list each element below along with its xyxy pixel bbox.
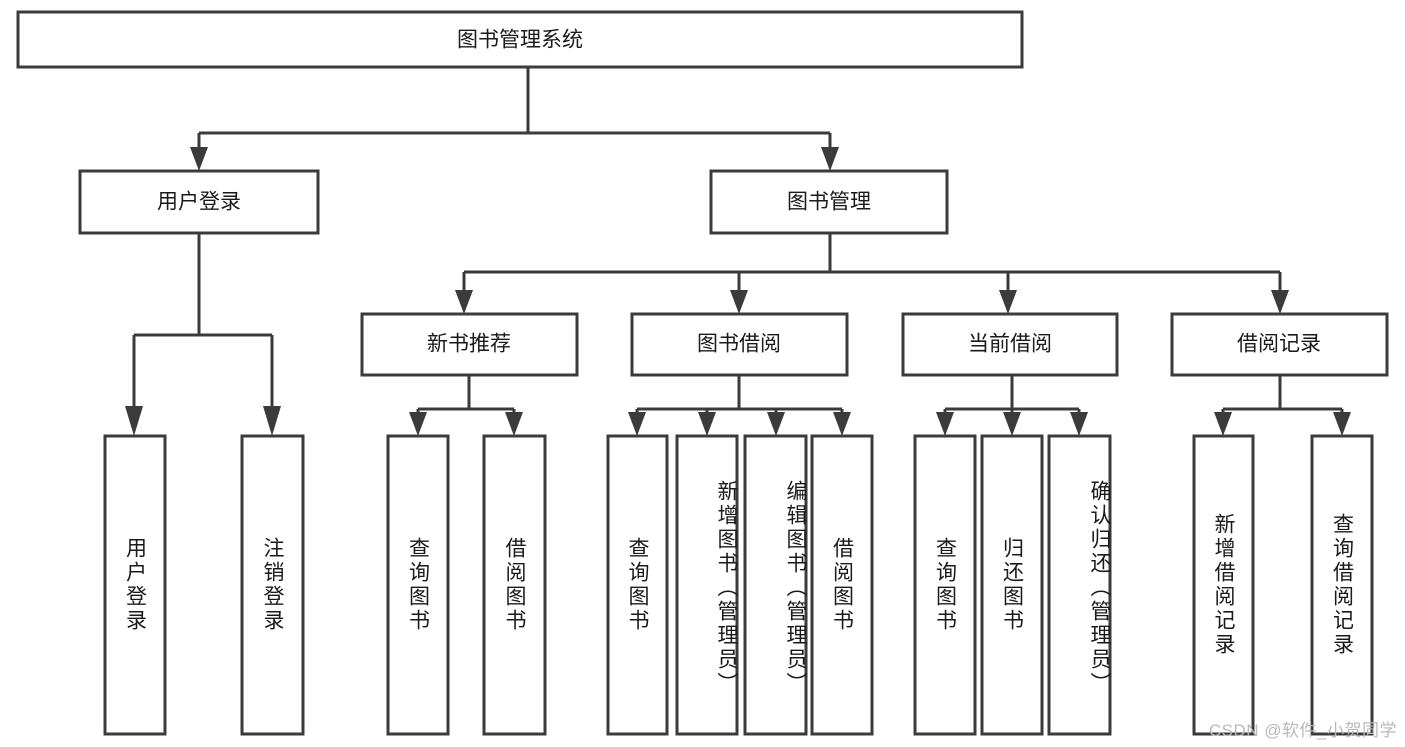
arrow-leaf-edit-book <box>767 412 785 436</box>
arrow-to-user-login <box>190 147 208 171</box>
node-label-current-borrow: 当前借阅 <box>968 333 1052 356</box>
leaf-box-query-book-borrow[interactable] <box>606 434 669 736</box>
arrow-leaf-query-book-c <box>936 412 954 436</box>
arrow-leaf-borrow-book-a <box>505 412 523 436</box>
node-label-book-management: 图书管理 <box>787 191 871 214</box>
node-box-current-borrow[interactable] <box>901 312 1119 377</box>
leaf-box-logout[interactable] <box>240 434 305 736</box>
leaf-box-query-book-current[interactable] <box>913 434 977 736</box>
node-box-system-title[interactable] <box>16 10 1024 69</box>
node-label-new-book-recommend: 新书推荐 <box>427 333 511 356</box>
node-box-group: 图书管理系统 用户登录 图书管理 新书推荐 图书借阅 当前借阅 借阅记录 <box>16 10 1389 736</box>
node-box-borrow-record[interactable] <box>1170 312 1389 377</box>
leaf-box-return-book[interactable] <box>980 434 1044 736</box>
arrow-to-new-book <box>455 290 473 314</box>
node-label-book-borrow: 图书借阅 <box>697 333 781 356</box>
arrow-leaf-query-record <box>1333 412 1351 436</box>
leaf-box-borrow-book-recommend[interactable] <box>482 434 547 736</box>
arrow-leaf-borrow-book-b <box>833 412 851 436</box>
arrow-leaf-user-login <box>125 406 143 436</box>
arrow-leaf-query-book-b <box>628 412 646 436</box>
arrow-leaf-add-record <box>1214 412 1232 436</box>
leaf-box-add-book-admin[interactable] <box>675 434 739 736</box>
arrow-leaf-return-book <box>1003 412 1021 436</box>
arrow-leaf-add-book <box>698 412 716 436</box>
watermark-text: CSDN @软件_小贺同学 <box>1208 721 1397 740</box>
arrow-to-current-borrow <box>999 290 1017 314</box>
arrow-to-borrow-record <box>1271 290 1289 314</box>
node-label-user-login: 用户登录 <box>157 191 241 214</box>
arrow-leaf-logout <box>263 406 281 436</box>
arrow-to-book-mgmt <box>821 147 839 171</box>
node-box-book-borrow[interactable] <box>630 312 849 377</box>
node-label-system-title: 图书管理系统 <box>457 29 583 52</box>
leaf-box-user-login[interactable] <box>103 434 167 736</box>
node-label-borrow-record: 借阅记录 <box>1237 333 1321 356</box>
leaf-box-borrow-book[interactable] <box>810 434 874 736</box>
leaf-box-confirm-return-admin[interactable] <box>1047 434 1112 736</box>
arrow-leaf-query-book-a <box>409 412 427 436</box>
node-box-book-management[interactable] <box>709 169 949 235</box>
leaf-box-query-book-recommend[interactable] <box>386 434 450 736</box>
leaf-box-edit-book-admin[interactable] <box>743 434 808 736</box>
arrow-leaf-confirm-return <box>1070 412 1088 436</box>
node-box-user-login[interactable] <box>78 169 320 235</box>
connector-group <box>125 67 1351 436</box>
node-box-new-book-recommend[interactable] <box>360 312 579 377</box>
leaf-box-query-borrow-record[interactable] <box>1310 434 1374 736</box>
leaf-box-add-borrow-record[interactable] <box>1192 434 1255 736</box>
arrow-to-book-borrow <box>730 290 748 314</box>
